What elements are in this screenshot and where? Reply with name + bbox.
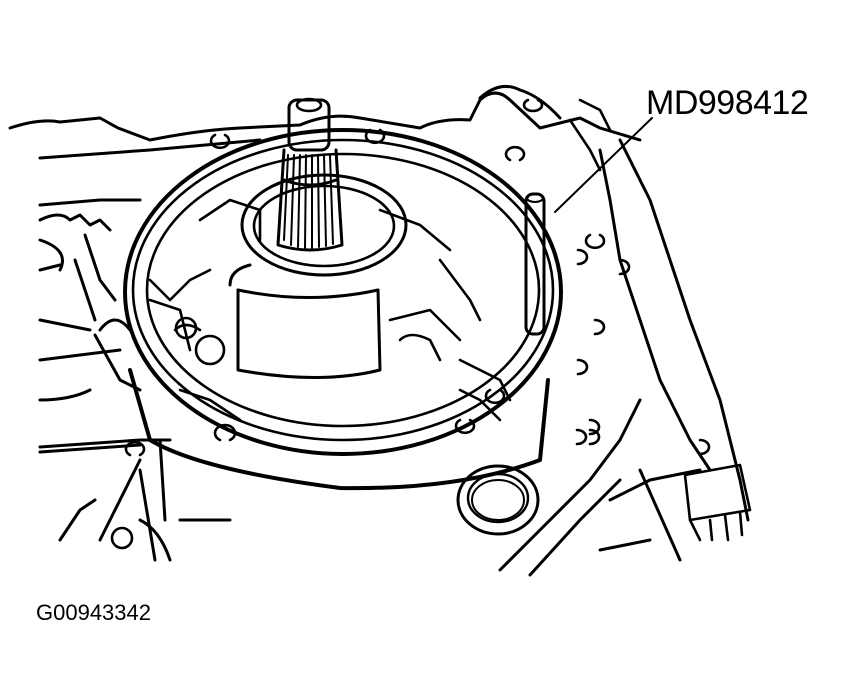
input-shaft	[276, 97, 344, 252]
transmission-case	[8, 84, 750, 577]
oil-pump-inner	[148, 198, 512, 435]
connector-block	[568, 98, 752, 542]
figure-id: G00943342	[36, 600, 151, 625]
case-plug	[456, 464, 540, 536]
left-gear	[38, 213, 142, 392]
guide-pin-tool	[524, 192, 546, 336]
callout-leader-line	[554, 117, 653, 213]
tool-callout-label: MD998412	[646, 84, 809, 122]
